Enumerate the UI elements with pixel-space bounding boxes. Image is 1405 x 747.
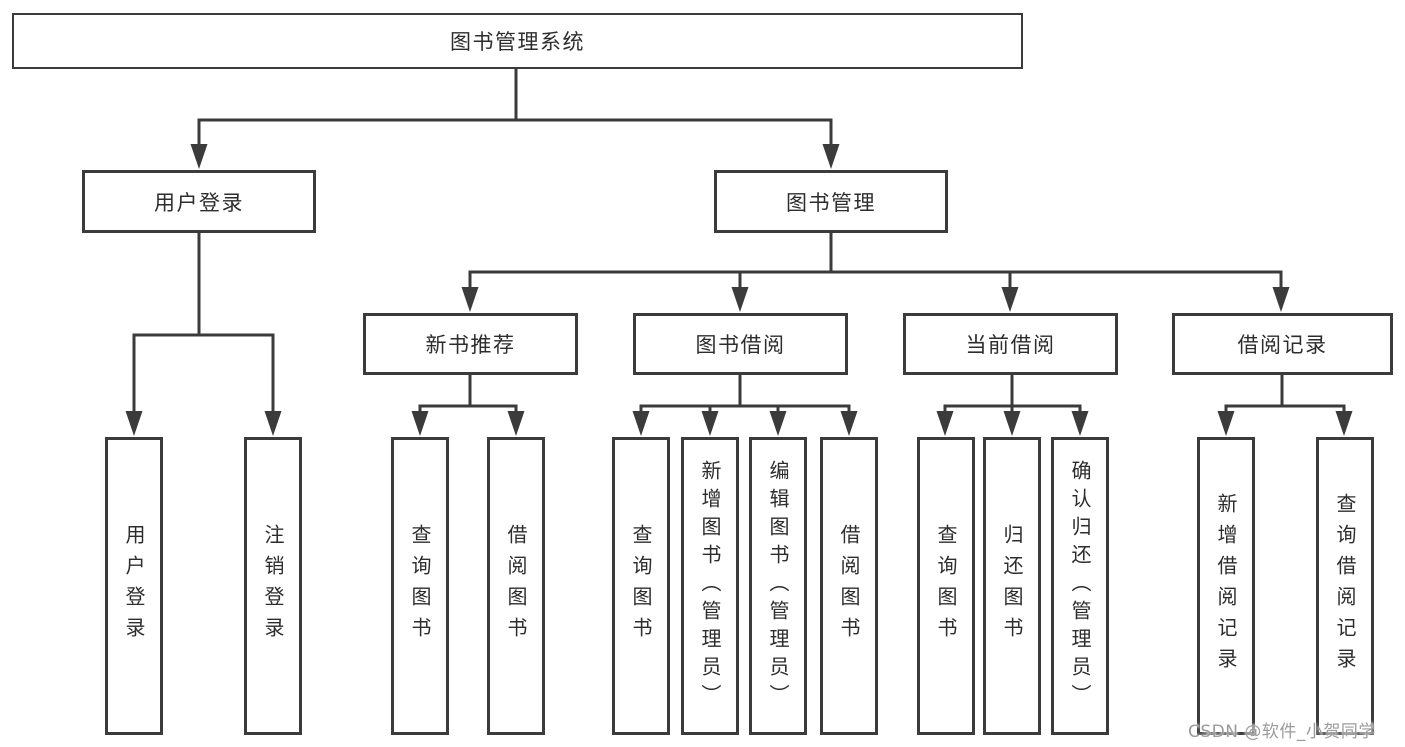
node-logout-label: 注销登录 bbox=[261, 524, 285, 648]
node-root: 图书管理系统 bbox=[12, 13, 1023, 69]
node-logout: 注销登录 bbox=[244, 437, 302, 735]
node-current-query-book: 查询图书 bbox=[917, 437, 975, 735]
node-confirm-return-admin: 确认归还（管理员） bbox=[1051, 437, 1109, 735]
node-new-book-recommend: 新书推荐 bbox=[363, 313, 578, 375]
node-login-user-label: 用户登录 bbox=[122, 524, 146, 648]
node-current-borrow-label: 当前借阅 bbox=[965, 333, 1056, 357]
node-user-login-label: 用户登录 bbox=[154, 190, 244, 215]
node-add-book-admin: 新增图书（管理员） bbox=[681, 437, 739, 735]
node-add-borrow-record-label: 新增借阅记录 bbox=[1214, 493, 1238, 679]
node-recommend-borrow-book: 借阅图书 bbox=[487, 437, 545, 735]
node-query-borrow-record: 查询借阅记录 bbox=[1316, 437, 1374, 735]
node-borrow-query-book: 查询图书 bbox=[612, 437, 670, 735]
node-confirm-return-admin-label: 确认归还（管理员） bbox=[1068, 460, 1092, 712]
node-root-label: 图书管理系统 bbox=[450, 30, 585, 54]
node-return-book-label: 归还图书 bbox=[1000, 524, 1024, 648]
node-edit-book-admin-label: 编辑图书（管理员） bbox=[766, 460, 790, 712]
node-borrow-book-label: 借阅图书 bbox=[837, 524, 861, 648]
node-return-book: 归还图书 bbox=[983, 437, 1041, 735]
node-login-user: 用户登录 bbox=[105, 437, 163, 735]
node-recommend-query-book-label: 查询图书 bbox=[408, 524, 432, 648]
node-new-book-recommend-label: 新书推荐 bbox=[425, 333, 516, 357]
node-current-borrow: 当前借阅 bbox=[903, 313, 1118, 375]
node-book-management: 图书管理 bbox=[714, 170, 948, 233]
csdn-watermark: CSDN @软件_小贺同学 bbox=[1188, 722, 1376, 742]
node-borrow-query-book-label: 查询图书 bbox=[629, 524, 653, 648]
node-recommend-borrow-book-label: 借阅图书 bbox=[504, 524, 528, 648]
node-borrow-record-label: 借阅记录 bbox=[1237, 333, 1328, 357]
node-add-borrow-record: 新增借阅记录 bbox=[1197, 437, 1255, 735]
node-book-management-label: 图书管理 bbox=[786, 190, 876, 215]
node-current-query-book-label: 查询图书 bbox=[934, 524, 958, 648]
node-query-borrow-record-label: 查询借阅记录 bbox=[1333, 493, 1357, 679]
node-add-book-admin-label: 新增图书（管理员） bbox=[698, 460, 722, 712]
node-borrow-record: 借阅记录 bbox=[1172, 313, 1393, 375]
node-book-borrow: 图书借阅 bbox=[633, 313, 848, 375]
node-borrow-book: 借阅图书 bbox=[820, 437, 878, 735]
node-user-login: 用户登录 bbox=[82, 170, 316, 233]
node-edit-book-admin: 编辑图书（管理员） bbox=[749, 437, 807, 735]
node-recommend-query-book: 查询图书 bbox=[391, 437, 449, 735]
node-book-borrow-label: 图书借阅 bbox=[695, 333, 786, 357]
